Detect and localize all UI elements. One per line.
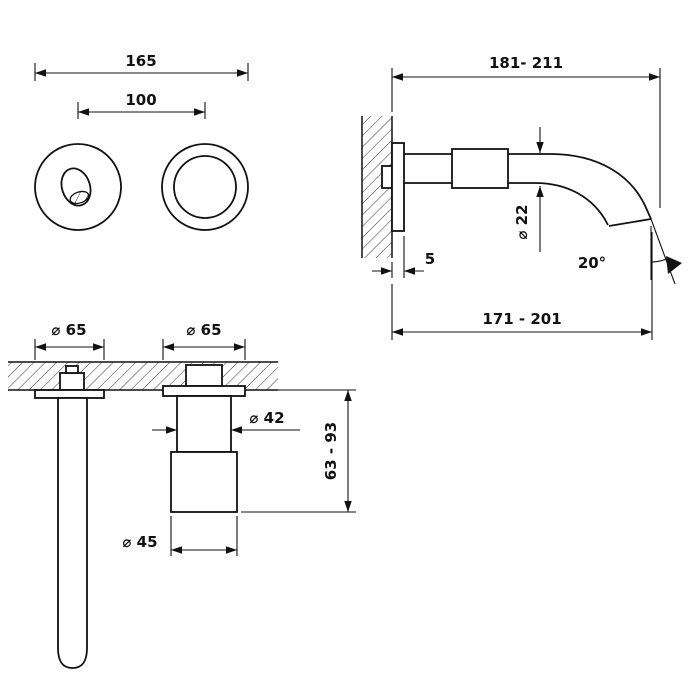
dim-label-165: 165 (125, 52, 156, 70)
dim-handle-spacing: 100 (77, 91, 206, 119)
dim-reach: 171 - 201 (391, 232, 653, 340)
dim-label-d65-right: ⌀ 65 (186, 321, 221, 339)
concealed-fixing (381, 165, 393, 189)
dim-body-diameter: ⌀ 42 (152, 409, 300, 434)
dim-spout-diameter: ⌀ 22 (513, 127, 544, 252)
side-view: 20° 181- 211 5 ⌀ 22 171 - 201 (361, 54, 682, 340)
supply-tube (57, 397, 88, 669)
dim-label-63-93: 63 - 93 (322, 422, 340, 480)
spout-sleeve (451, 148, 509, 189)
escutcheon-plate (391, 142, 405, 232)
dim-spout-length: 181- 211 (391, 54, 661, 208)
dim-label-100: 100 (125, 91, 156, 109)
dim-label-d22: ⌀ 22 (513, 204, 531, 239)
mixer-body (176, 395, 232, 453)
dim-label-d65-left: ⌀ 65 (51, 321, 86, 339)
dim-label-5: 5 (425, 250, 435, 268)
dim-depth: 63 - 93 (241, 389, 356, 513)
spout-escutcheon (34, 389, 105, 399)
dim-label-d42: ⌀ 42 (249, 409, 284, 427)
mixer-handle (170, 451, 238, 513)
dim-label-171-201: 171 - 201 (482, 310, 561, 328)
spout-outlet-front (60, 167, 92, 207)
spout-outline-bottom (404, 182, 609, 226)
dim-handle-trim: ⌀ 65 (162, 321, 246, 360)
handle-trim-inner-circle (173, 155, 237, 219)
dim-outlet-angle: 20° (578, 218, 682, 285)
spout-valve-stem (65, 365, 79, 374)
handle-escutcheon (162, 385, 246, 397)
dim-label-d45: ⌀ 45 (122, 533, 157, 551)
dim-spout-trim: ⌀ 65 (34, 321, 105, 360)
section-view: ⌀ 65 ⌀ 65 ⌀ 42 63 - 93 (8, 321, 356, 669)
handle-trim-outer-circle (161, 143, 249, 231)
spout-outlet-cut (608, 218, 652, 227)
spout-valve-body (59, 372, 85, 391)
cartridge-housing (185, 364, 223, 387)
dim-label-20deg: 20° (578, 254, 606, 272)
flow-arrow (666, 256, 682, 274)
front-view: 165 100 (34, 52, 249, 231)
dim-overall-width: 165 (34, 52, 249, 81)
dim-plate-offset: 5 (372, 236, 435, 278)
dim-handle-diameter: ⌀ 45 (122, 516, 238, 556)
dim-label-181-211: 181- 211 (489, 54, 563, 72)
spout-trim-circle (34, 143, 122, 231)
spout-outline-top (404, 153, 652, 220)
